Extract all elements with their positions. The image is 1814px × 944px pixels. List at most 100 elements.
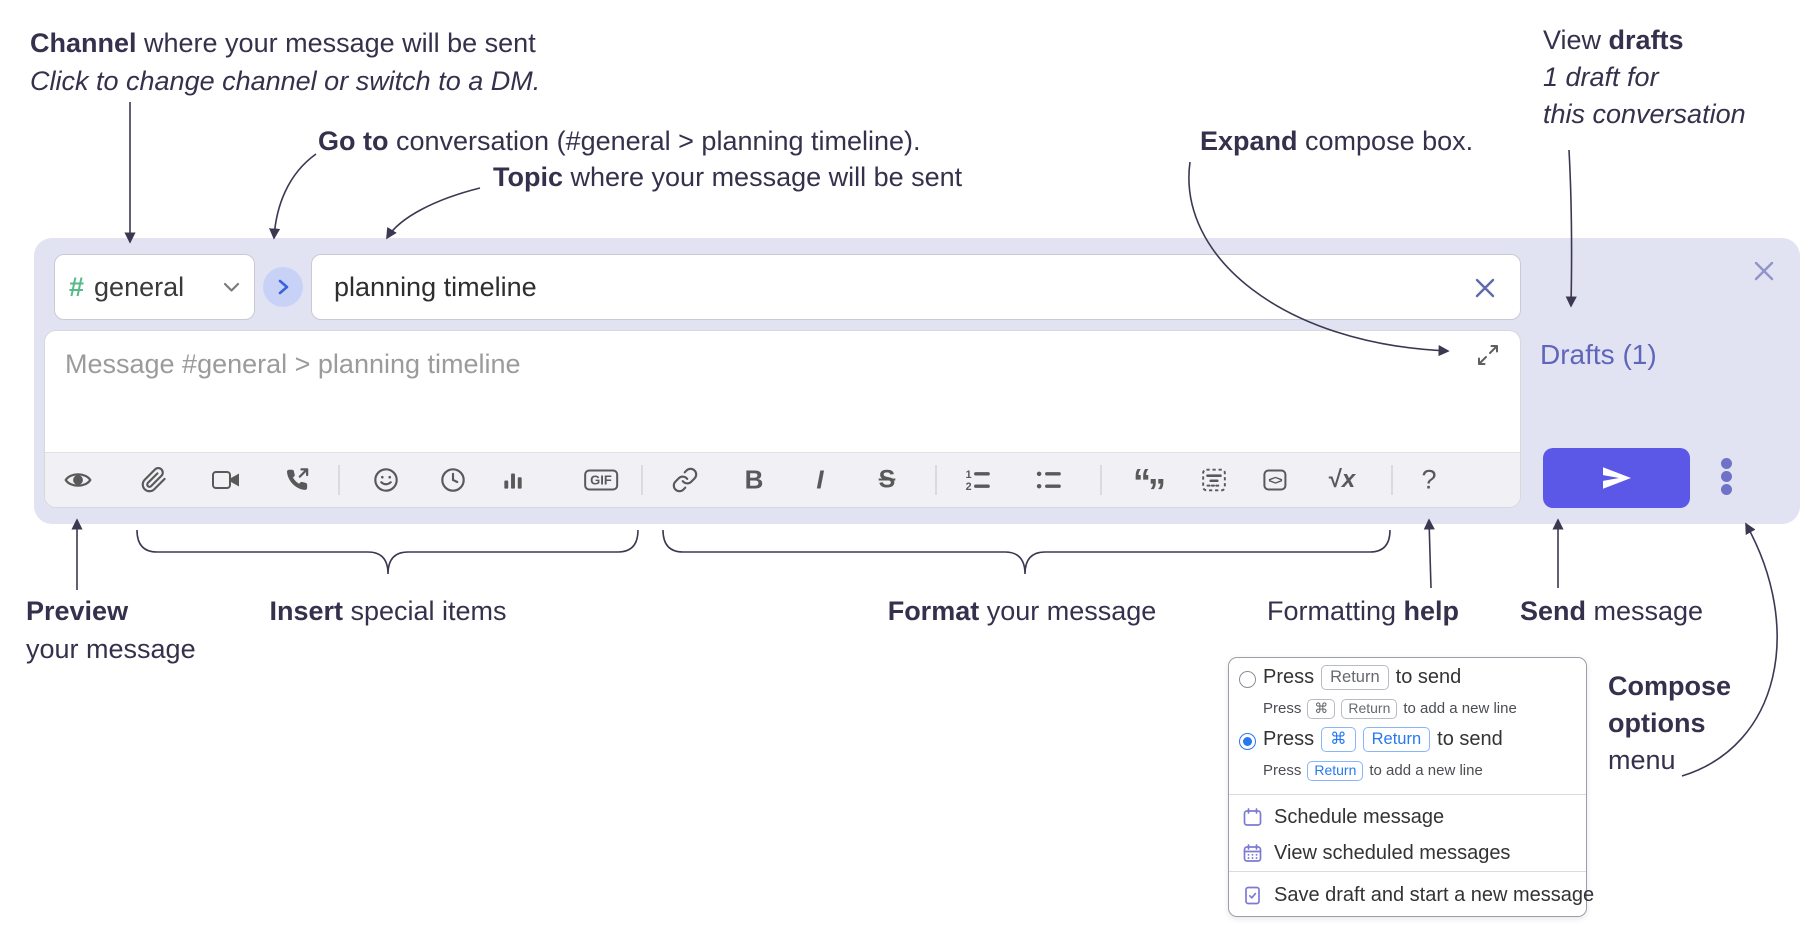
cmd-key: ⌘ — [1307, 699, 1336, 719]
send-annotation-rest: message — [1586, 596, 1704, 626]
bold-icon[interactable]: B — [744, 464, 764, 495]
option1-sub-press: Press — [1263, 700, 1302, 718]
goto-annotation: Go to conversation (#general > planning … — [318, 122, 921, 160]
compose-options-annotation: Compose options menu — [1608, 668, 1731, 779]
option1-sub-tail: to add a new line — [1403, 700, 1517, 718]
clear-topic-icon[interactable] — [1472, 275, 1498, 301]
chevron-right-icon — [273, 277, 293, 297]
preview-annotation-line2: your message — [26, 634, 196, 664]
enter-sends-subtext: Press ⌘ Return to add a new line — [1263, 699, 1517, 719]
svg-text:1: 1 — [966, 469, 972, 481]
cmd-enter-sends-option[interactable]: Press ⌘ Return to send — [1263, 727, 1503, 752]
compose-options-line3: menu — [1608, 745, 1676, 775]
return-key: Return — [1362, 727, 1431, 752]
global-time-icon[interactable] — [440, 467, 467, 494]
insert-annotation-rest: special items — [342, 596, 507, 626]
option2-sub-tail: to add a new line — [1369, 762, 1483, 780]
goto-annotation-rest: conversation (#general > planning timeli… — [388, 126, 921, 156]
expand-annotation: Expand compose box. — [1200, 122, 1473, 160]
compose-options-menu-icon[interactable] — [1714, 458, 1738, 495]
send-annotation-bold: Send — [1520, 596, 1587, 626]
topic-annotation: Topic where your message will be sent — [493, 158, 962, 196]
view-drafts-pre: View — [1543, 25, 1609, 55]
return-key: Return — [1321, 665, 1389, 690]
save-draft-item[interactable]: Save draft and start a new message — [1242, 879, 1594, 911]
emoji-icon[interactable] — [373, 467, 400, 494]
link-icon[interactable] — [672, 467, 699, 494]
formatting-help-pre: Formatting — [1267, 596, 1404, 626]
topic-value: planning timeline — [334, 271, 537, 302]
return-key: Return — [1307, 761, 1364, 781]
schedule-message-item[interactable]: Schedule message — [1242, 801, 1578, 833]
view-drafts-line2: 1 draft for — [1543, 62, 1659, 92]
view-drafts-line3: this conversation — [1543, 99, 1746, 129]
expand-compose-icon[interactable] — [1476, 343, 1500, 367]
send-plane-icon — [1600, 464, 1634, 492]
radio-enter-sends[interactable] — [1239, 671, 1256, 688]
option1-press: Press — [1263, 665, 1315, 688]
toolbar-divider — [641, 465, 643, 495]
save-draft-label: Save draft and start a new message — [1274, 883, 1595, 906]
topic-annotation-rest: where your message will be sent — [563, 162, 963, 192]
channel-name: general — [94, 271, 185, 302]
attach-file-icon[interactable] — [141, 467, 168, 494]
send-annotation: Send message — [1520, 592, 1703, 630]
view-scheduled-messages-item[interactable]: View scheduled messages — [1242, 837, 1578, 869]
code-icon[interactable]: <> — [1263, 469, 1287, 491]
formatting-help-bold: help — [1403, 596, 1460, 626]
enter-sends-option[interactable]: Press Return to send — [1263, 665, 1461, 690]
cmd-key: ⌘ — [1321, 727, 1356, 752]
formatting-help-icon[interactable]: ? — [1421, 464, 1437, 495]
format-annotation: Format your message — [888, 592, 1157, 630]
poll-icon[interactable] — [500, 467, 526, 493]
video-call-icon[interactable] — [211, 468, 241, 492]
insert-annotation: Insert special items — [269, 592, 506, 630]
math-x-glyph: x — [1341, 466, 1356, 493]
formatting-help-annotation: Formatting help — [1267, 592, 1459, 630]
topic-annotation-bold: Topic — [493, 162, 563, 192]
format-annotation-bold: Format — [887, 596, 980, 626]
compose-box: # general planning timeline Message #gen… — [34, 238, 1800, 524]
enter-sends-popup: Press Return to send Press ⌘ Return to a… — [1228, 657, 1594, 917]
return-key: Return — [1341, 699, 1398, 719]
spoiler-icon[interactable] — [1201, 467, 1227, 493]
channel-selector[interactable]: # general — [54, 254, 255, 320]
calendar-icon — [1242, 807, 1263, 828]
toolbar-divider — [1391, 465, 1393, 495]
italic-icon[interactable]: I — [816, 464, 824, 495]
message-input[interactable]: Message #general > planning timeline — [65, 349, 521, 379]
preview-eye-icon[interactable] — [64, 466, 92, 494]
strikethrough-icon[interactable]: S — [878, 465, 896, 494]
preview-annotation: Preview your message — [26, 592, 196, 668]
calendar-grid-icon — [1242, 843, 1263, 864]
svg-text:2: 2 — [966, 481, 972, 493]
message-box: Message #general > planning timeline — [44, 330, 1521, 510]
view-drafts-bold: drafts — [1608, 25, 1684, 55]
popup-divider — [1229, 871, 1586, 872]
insert-annotation-bold: Insert — [269, 596, 343, 626]
channel-annotation-bold: Channel — [30, 28, 137, 58]
math-icon[interactable]: √x — [1329, 466, 1356, 494]
drafts-link[interactable]: Drafts (1) — [1540, 339, 1657, 370]
expand-annotation-rest: compose box. — [1297, 126, 1474, 156]
toolbar-divider — [338, 465, 340, 495]
view-scheduled-messages-label: View scheduled messages — [1274, 841, 1511, 864]
compose-options-line1: Compose — [1608, 671, 1732, 701]
voice-call-icon[interactable] — [284, 467, 311, 494]
close-compose-icon[interactable] — [1750, 257, 1778, 285]
gif-icon[interactable]: GIF — [584, 469, 618, 491]
channel-hash-icon: # — [69, 271, 85, 302]
view-drafts-annotation: View drafts 1 draft for this conversatio… — [1543, 22, 1746, 133]
send-button[interactable] — [1543, 448, 1690, 508]
sqrt-glyph: √ — [1328, 466, 1342, 493]
radio-cmd-enter-sends[interactable] — [1239, 733, 1256, 750]
option2-tail: to send — [1437, 727, 1503, 750]
bulleted-list-icon[interactable] — [1036, 467, 1063, 494]
topic-input[interactable]: planning timeline — [311, 254, 1521, 320]
channel-annotation: Channel where your message will be sent … — [30, 24, 540, 100]
go-to-conversation-button[interactable] — [263, 267, 303, 307]
popup-divider — [1229, 794, 1586, 795]
